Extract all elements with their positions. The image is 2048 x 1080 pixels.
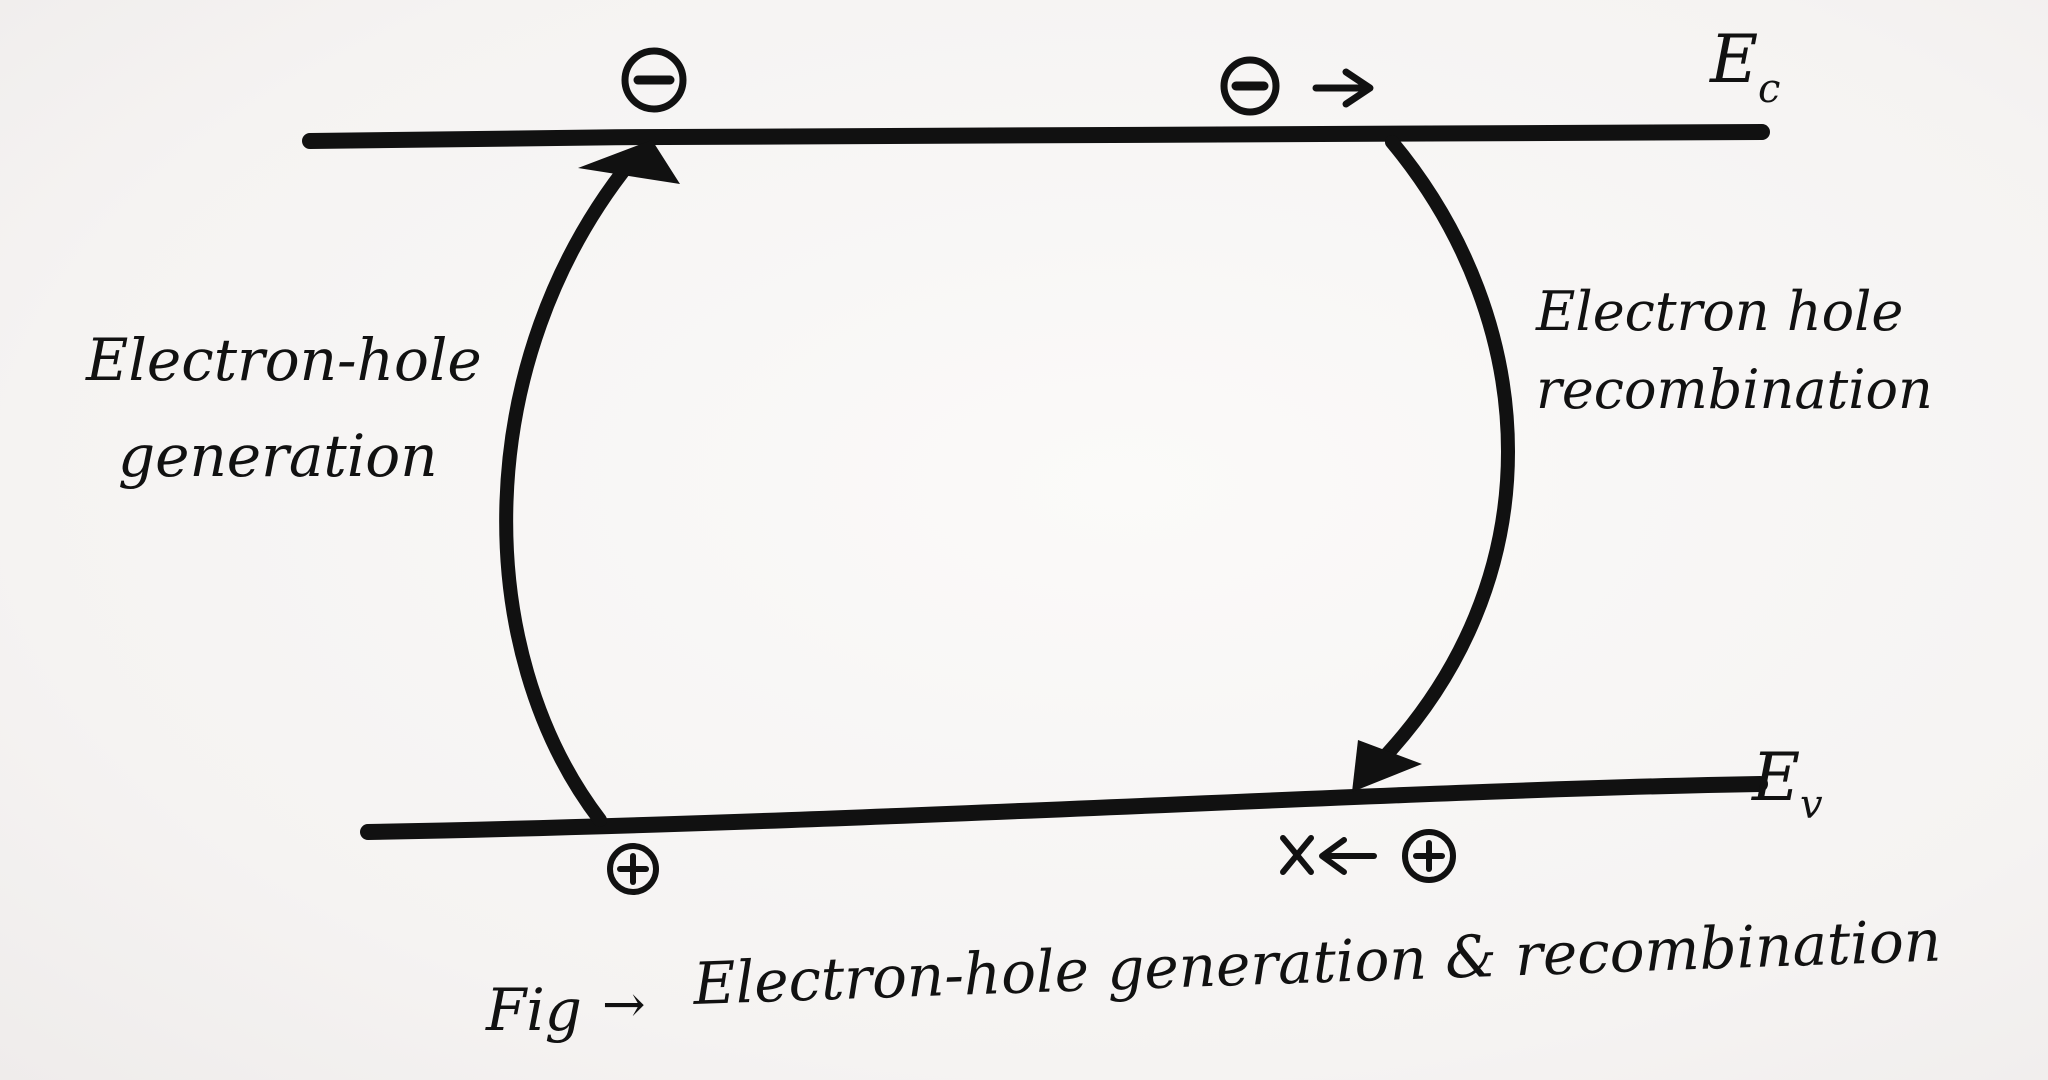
hole-generated (607, 843, 659, 895)
generation-arrowhead (578, 140, 680, 184)
conduction-band-label: E c (1709, 21, 1780, 112)
recombined-marker (1280, 835, 1314, 875)
conduction-band-line (302, 124, 1770, 149)
hole-left-arrow-icon (1319, 837, 1377, 875)
generation-label-line1: Electron-hole (85, 326, 482, 394)
svg-text:c: c (1758, 66, 1780, 112)
svg-text:E: E (1709, 21, 1758, 98)
caption-prefix: Fig (485, 976, 582, 1044)
figure-caption: Fig → Electron-hole generation & recombi… (485, 906, 1942, 1044)
recombination-label-line1: Electron hole (1535, 280, 1903, 343)
electron-right-arrow-icon (1312, 68, 1374, 108)
electron-generated (621, 47, 687, 113)
svg-text:v: v (1800, 782, 1823, 828)
recombination-label-line2: recombination (1536, 358, 1933, 421)
hole-moving (1402, 829, 1456, 883)
valence-band-label: E v (1751, 739, 1823, 828)
electron-moving (1220, 56, 1280, 116)
recombination-arrowhead (1352, 740, 1422, 792)
generation-arrow (499, 153, 639, 827)
recombination-arrow (1365, 135, 1515, 777)
caption-arrow: → (602, 975, 646, 1035)
caption-text: Electron-hole generation & recombination (691, 906, 1942, 1018)
valence-band-line (360, 776, 1768, 840)
svg-text:E: E (1751, 739, 1800, 816)
generation-label-line2: generation (118, 422, 438, 490)
